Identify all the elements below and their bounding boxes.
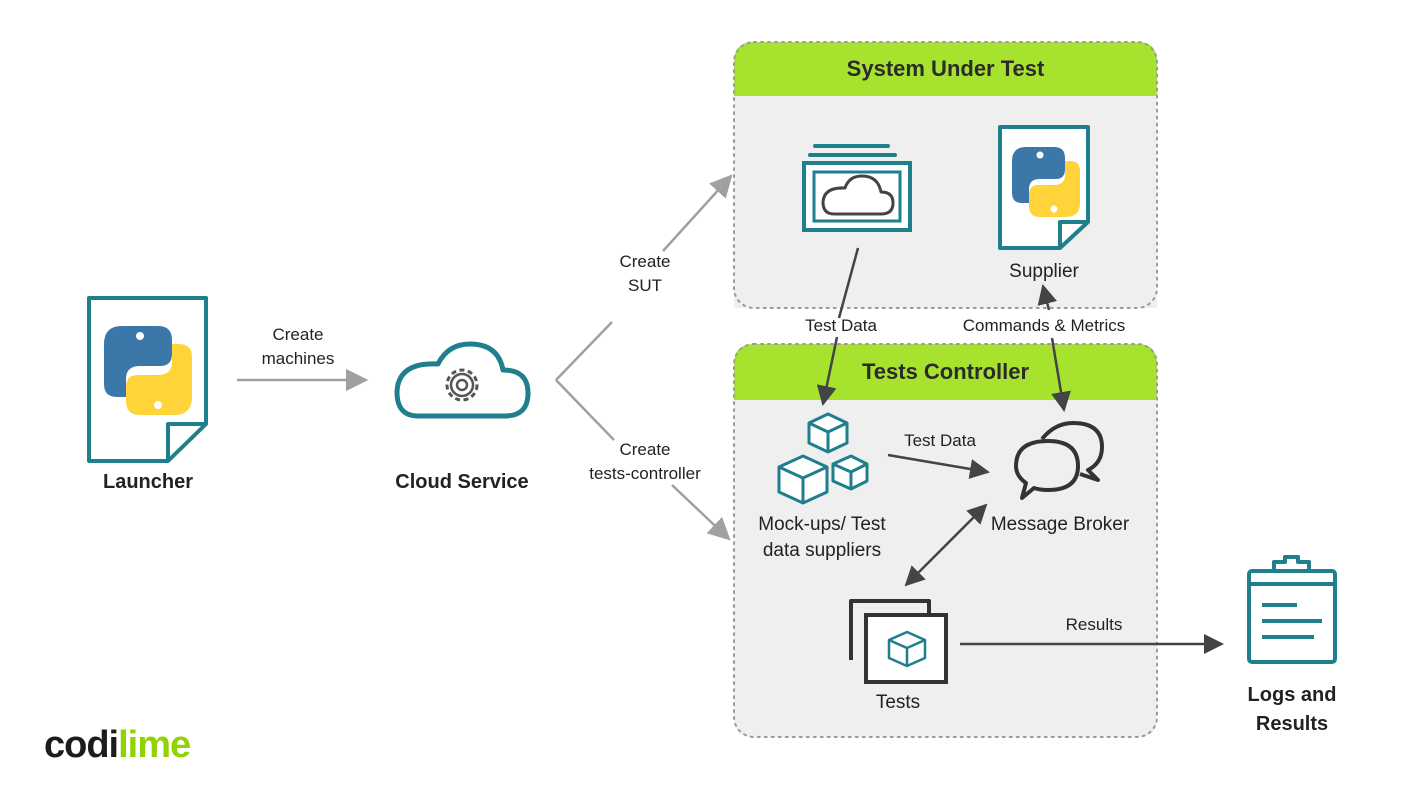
edge-commands-metrics-label: Commands & Metrics [962, 316, 1126, 335]
clipboard-icon [1247, 555, 1337, 664]
edge-broker-tests [904, 503, 988, 587]
edge-label-line: machines [261, 349, 335, 368]
test-windows-icon [849, 599, 948, 684]
edge-label-line: SUT [628, 276, 662, 295]
logs-label-line: Logs and [1247, 684, 1337, 706]
edge-create-sut-label: Create SUT [605, 250, 685, 298]
edge-label-line: Create [619, 252, 671, 271]
logo-part-green: lime [118, 724, 191, 766]
controller-title: Tests Controller [861, 359, 1030, 384]
python-file-icon [87, 296, 208, 463]
edge-sut-to-mockups-arrow [816, 336, 839, 406]
mockups-label: Mock-ups/ Test data suppliers [739, 512, 905, 564]
edge-create-controller-label: Create tests-controller [575, 438, 715, 486]
logs-label-line: Results [1255, 713, 1329, 735]
broker-label: Message Broker [990, 514, 1130, 535]
edge-label-line: Create [272, 325, 324, 344]
edge-results-label: Results [1065, 615, 1123, 634]
launcher-label: Launcher [102, 471, 194, 493]
mockups-label-line: Mock-ups/ Test [758, 514, 886, 535]
cloud-service-label: Cloud Service [395, 471, 529, 493]
edge-cloud-to-controller [555, 379, 615, 441]
edge-sut-to-mockups [837, 247, 860, 319]
cloud-gear-icon [394, 341, 531, 419]
logs-results-label: Logs and Results [1222, 681, 1362, 739]
python-file-icon [998, 125, 1090, 250]
mockups-label-line: data suppliers [762, 540, 882, 561]
speech-bubbles-icon [1014, 421, 1104, 500]
codilime-logo: codilime [44, 724, 191, 767]
edge-cloud-to-controller-arrow [671, 484, 731, 541]
edge-label-line: Create [619, 440, 671, 459]
edge-sut-test-data-label: Test Data [805, 316, 877, 335]
edge-mock-broker-label: Test Data [904, 431, 976, 450]
logo-part-dark: codi [44, 724, 119, 766]
edge-create-machines-label: Create machines [248, 323, 348, 371]
supplier-label: Supplier [1009, 261, 1079, 282]
edge-label-line: tests-controller [589, 464, 701, 483]
sut-title: System Under Test [846, 56, 1045, 81]
edge-supplier-broker-lower [1050, 337, 1071, 412]
edge-mockups-to-broker [887, 453, 990, 479]
cloud-server-icon [802, 144, 912, 232]
edge-cloud-to-sut [662, 174, 733, 252]
edge-supplier-broker-upper [1037, 284, 1058, 311]
tests-label: Tests [875, 692, 921, 713]
cubes-icon [777, 412, 869, 505]
edge-cloud-branch [555, 321, 613, 381]
